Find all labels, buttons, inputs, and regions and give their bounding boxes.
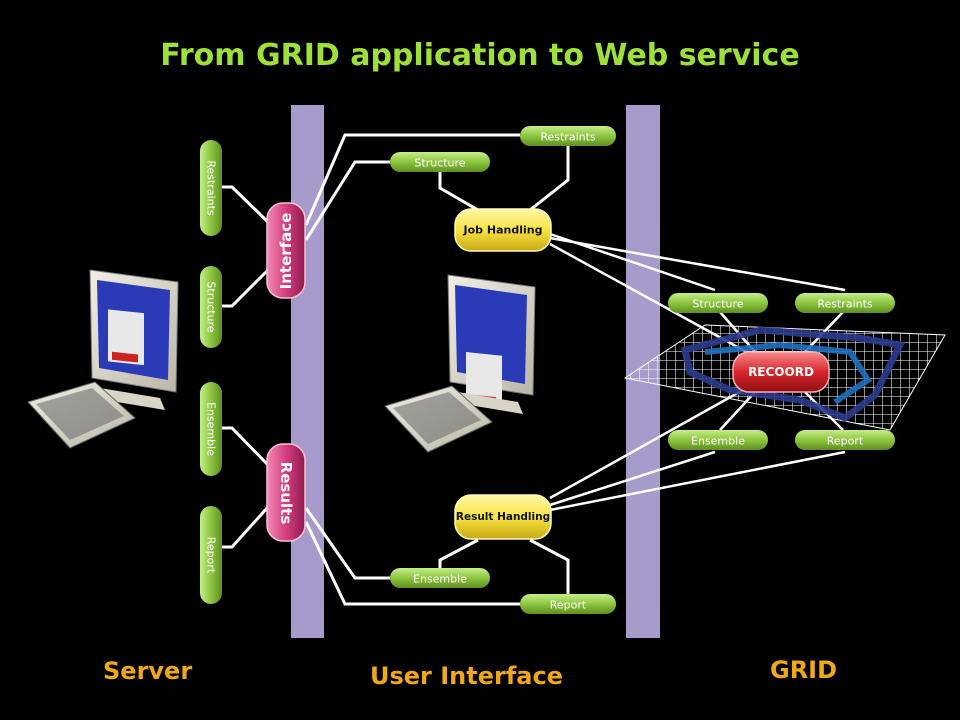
grid-pill-structure-label: Structure [692,298,743,311]
results-connector-label: Results [277,462,295,525]
server-ui-divider [291,105,324,638]
ui-pill-restraints-label: Restraints [540,131,596,144]
grid-pill-recoord-label: RECOORD [748,365,814,379]
server-pill-report-label: Report [205,537,218,574]
ui-pill-job-handling-label: Job Handling [463,224,543,237]
ui-pill-ensemble-label: Ensemble [413,573,467,586]
grid-pill-ensemble: Ensemble [668,430,768,450]
client-computer-illustration [384,274,536,453]
server-computer-illustration [27,269,179,449]
ui-pill-job-handling: Job Handling [454,208,552,252]
grid-zone-label: GRID [770,656,838,684]
grid-pill-restraints: Restraints [795,293,895,313]
interface-connector: Interface [266,202,306,299]
ui-pill-result-handling-label: Result Handling [456,511,550,523]
server-pill-ensemble: Ensemble [200,382,222,476]
grid-pill-ensemble-label: Ensemble [691,435,745,448]
grid-pill-report: Report [795,430,895,450]
ui-pill-ensemble: Ensemble [390,568,490,588]
connector-lines [222,133,570,606]
grid-pill-structure: Structure [668,293,768,313]
user-interface-zone-label: User Interface [370,662,563,690]
results-connector: Results [266,443,306,542]
server-pill-structure: Structure [200,266,222,348]
grid-pill-report-label: Report [827,435,864,448]
ui-pill-report: Report [520,594,616,614]
ui-pill-report-label: Report [550,599,587,612]
ui-pill-restraints: Restraints [520,126,616,146]
server-pill-restraints: Restraints [200,140,222,236]
server-pill-restraints-label: Restraints [205,160,218,216]
server-pill-structure-label: Structure [205,281,218,332]
ui-pill-result-handling: Result Handling [454,494,552,540]
page-title: From GRID application to Web service [160,38,800,73]
server-pill-ensemble-label: Ensemble [205,402,218,456]
grid-pill-restraints-label: Restraints [817,298,873,311]
server-zone-label: Server [103,657,193,685]
grid-pill-recoord: RECOORD [732,351,830,393]
ui-pill-structure: Structure [390,152,490,172]
interface-connector-label: Interface [277,213,295,290]
server-pill-report: Report [200,506,222,604]
ui-pill-structure-label: Structure [414,157,465,170]
